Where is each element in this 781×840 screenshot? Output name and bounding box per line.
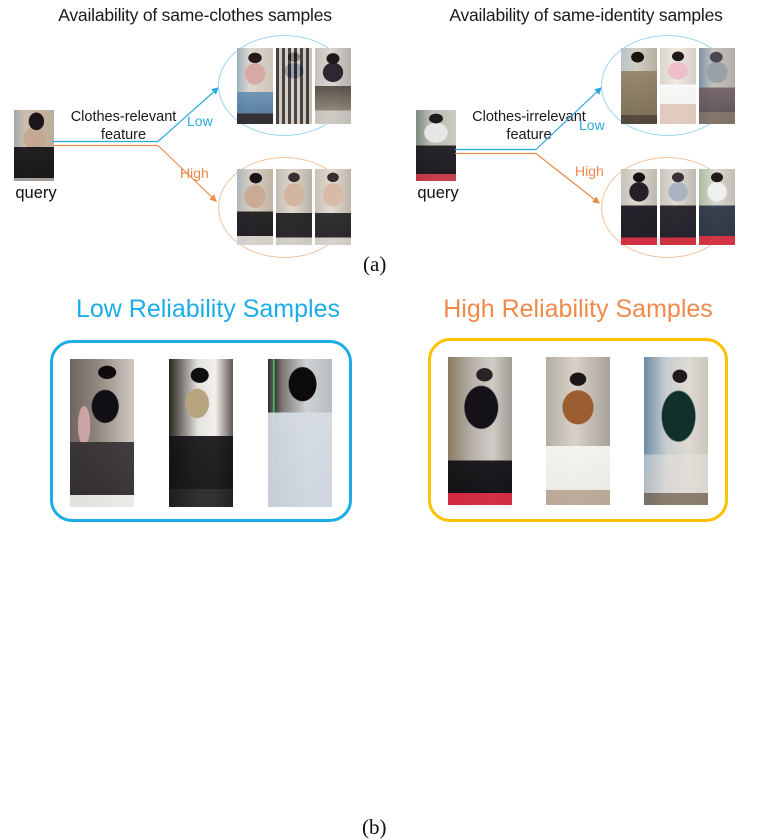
branch-high-label-left: High (180, 165, 209, 181)
sample-thumb (699, 169, 735, 245)
sample-thumb (315, 48, 351, 124)
query-image-left (14, 110, 54, 181)
high-cluster-strip-right (621, 169, 735, 245)
low-cluster-strip-right (621, 48, 735, 124)
branch-low-label-left: Low (187, 113, 213, 129)
low-reliability-strip (53, 359, 349, 507)
low-reliability-title: Low Reliability Samples (75, 295, 340, 323)
panel-a-left-title: Availability of same-clothes samples (58, 5, 332, 25)
reliability-sample-thumb (546, 357, 610, 505)
high-reliability-title: High Reliability Samples (443, 295, 713, 323)
panel-a-right: Availability of same-identity samples qu… (391, 0, 781, 290)
low-cluster-strip-left (237, 48, 351, 124)
sample-thumb (276, 48, 312, 124)
query-image-right (416, 110, 456, 181)
reliability-sample-thumb (267, 359, 332, 507)
query-label-left: query (15, 184, 57, 202)
high-reliability-strip (431, 357, 725, 505)
low-reliability-box (50, 340, 352, 522)
panel-b-letter: (b) (362, 815, 387, 839)
reliability-sample-thumb (168, 359, 233, 507)
panel-a: Availability of same-clothes samples que… (0, 0, 781, 290)
sample-thumb (660, 48, 696, 124)
sample-thumb (237, 169, 273, 245)
branch-connectors-left (53, 87, 219, 202)
branch-high-label-right: High (575, 163, 604, 179)
sample-thumb (276, 169, 312, 245)
sample-thumb (237, 48, 273, 124)
high-reliability-box (428, 338, 728, 522)
sample-thumb (699, 48, 735, 124)
sample-thumb (621, 169, 657, 245)
panel-a-letter: (a) (363, 252, 387, 276)
reliability-sample-thumb (644, 357, 708, 505)
panel-b: Low Reliability Samples High Reliability… (0, 290, 781, 839)
reliability-sample-thumb (448, 357, 512, 505)
feature-label-left: Clothes-relevant feature (70, 109, 177, 144)
branch-low-label-right: Low (579, 117, 605, 133)
reliability-sample-thumb (70, 359, 135, 507)
query-label-right: query (417, 184, 459, 202)
sample-thumb (660, 169, 696, 245)
panel-a-right-title: Availability of same-identity samples (449, 5, 723, 25)
sample-thumb (621, 48, 657, 124)
sample-thumb (315, 169, 351, 245)
panel-a-left: Availability of same-clothes samples que… (0, 0, 390, 290)
high-cluster-strip-left (237, 169, 351, 245)
